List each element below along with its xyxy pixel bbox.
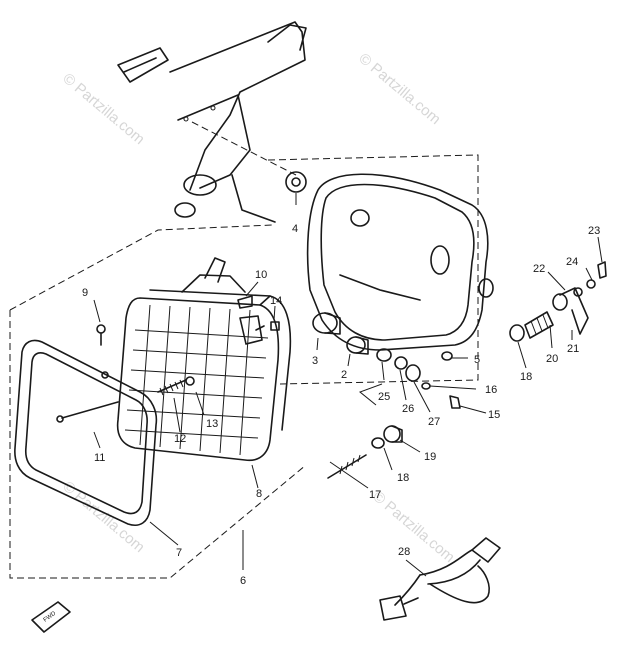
label-4: 4 — [292, 223, 298, 235]
label-10: 10 — [255, 269, 267, 281]
unit-assembly-box — [9, 224, 307, 579]
label-3: 3 — [312, 355, 318, 367]
label-6: 6 — [240, 575, 246, 587]
label-5: 5 — [474, 354, 480, 366]
wire-harness — [379, 537, 501, 621]
right-hardware — [312, 261, 607, 479]
label-23: 23 — [588, 225, 600, 237]
label-19: 19 — [424, 451, 436, 463]
label-27: 27 — [428, 416, 440, 428]
headlight-rim — [14, 339, 158, 526]
label-13: 13 — [206, 418, 218, 430]
label-17: 17 — [369, 489, 381, 501]
label-8: 8 — [256, 488, 262, 500]
bracket-leader — [191, 121, 297, 176]
label-18-right: 18 — [520, 371, 532, 383]
leader-lines — [93, 193, 603, 577]
label-20: 20 — [546, 353, 558, 365]
part-number-labels: 4 10 9 14 3 2 5 16 15 25 26 27 18 20 21 … — [82, 223, 600, 587]
label-15: 15 — [488, 409, 500, 421]
direction-badge-text: FWD — [43, 610, 58, 623]
frame-bracket — [117, 21, 307, 223]
sealed-beam-unit — [116, 257, 292, 462]
label-11: 11 — [94, 452, 105, 464]
label-24: 24 — [566, 256, 578, 268]
watermark-top-left: © Partzilla.com — [59, 70, 147, 148]
label-9: 9 — [82, 287, 88, 299]
label-18-lower: 18 — [397, 472, 409, 484]
label-26: 26 — [402, 403, 414, 415]
label-21: 21 — [567, 343, 579, 355]
small-hardware — [56, 295, 280, 423]
label-22: 22 — [533, 263, 545, 275]
direction-badge: FWD — [31, 601, 71, 633]
watermark-bottom-right: © Partzilla.com — [369, 488, 457, 566]
label-14: 14 — [270, 295, 282, 307]
label-28: 28 — [398, 546, 410, 558]
case-assembly-box — [267, 154, 479, 385]
label-7: 7 — [176, 547, 182, 559]
watermark-top-right: © Partzilla.com — [355, 50, 443, 128]
label-2: 2 — [341, 369, 347, 381]
watermark-bottom-left: © Partzilla.com — [59, 478, 147, 556]
label-16: 16 — [485, 384, 497, 396]
headlight-case — [285, 171, 494, 351]
label-12: 12 — [174, 433, 186, 445]
label-25: 25 — [378, 391, 390, 403]
